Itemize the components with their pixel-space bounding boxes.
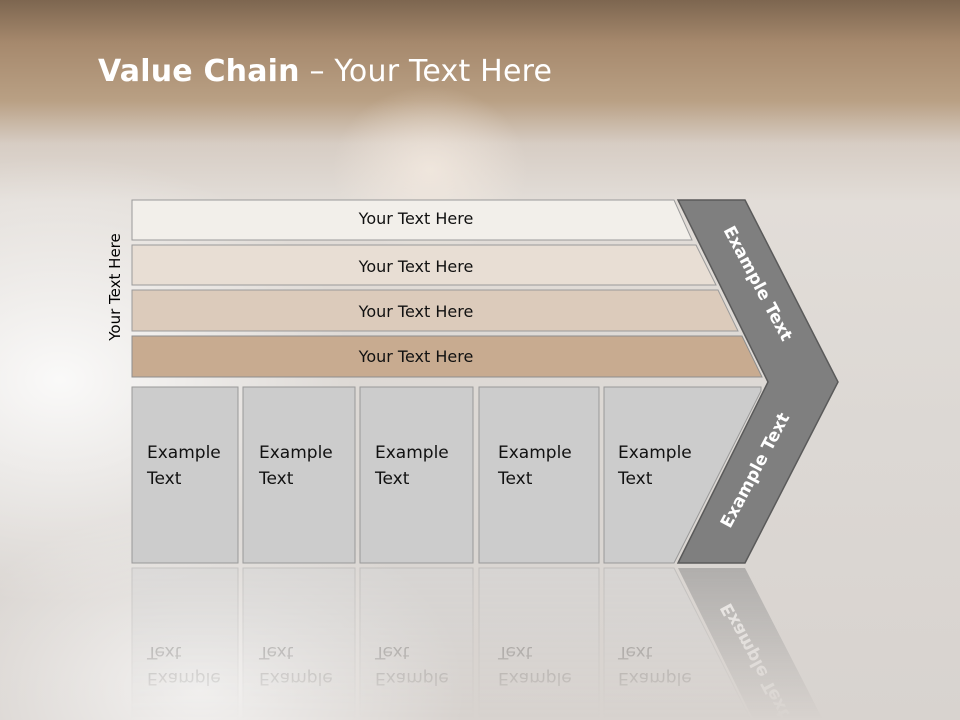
title-rest: – Your Text Here (299, 54, 553, 89)
box-1-line-2: Text (146, 469, 182, 489)
box-2 (242, 386, 356, 564)
band-4 (131, 335, 763, 378)
box-1 (131, 386, 239, 564)
box-1-line-1: Example (147, 443, 221, 463)
diagram-main: Your Text Here Your Text Here Your Text … (131, 199, 839, 564)
diagram-reflection: Example Text Example Text Example Text E… (131, 567, 824, 720)
reflection-box-1-line-1: Example (147, 668, 221, 688)
box-5-line-2: Text (617, 469, 653, 489)
reflection-box-3-line-2: Text (374, 642, 410, 662)
box-4-line-1: Example (498, 443, 572, 463)
box-5-line-1: Example (618, 443, 692, 463)
box-2-line-1: Example (259, 443, 333, 463)
box-3-line-2: Text (374, 469, 410, 489)
box-2-line-2: Text (258, 469, 294, 489)
reflection-box-3-line-1: Example (375, 668, 449, 688)
slide-title: Value Chain – Your Text Here (98, 54, 552, 89)
reflection-box-4-line-1: Example (498, 668, 572, 688)
title-bold: Value Chain (98, 54, 300, 89)
reflection-box-5-line-2: Text (617, 642, 653, 662)
band-3 (131, 289, 739, 332)
band-2-label: Your Text Here (358, 257, 474, 276)
band-2 (131, 244, 717, 286)
band-3-label: Your Text Here (358, 302, 474, 321)
reflection-box-1-line-2: Text (146, 642, 182, 662)
chevron-arrow (676, 199, 839, 564)
box-4 (478, 386, 600, 564)
box-4-line-2: Text (497, 469, 533, 489)
reflection-box-2-line-1: Example (259, 668, 333, 688)
band-1 (131, 199, 693, 241)
box-3 (359, 386, 474, 564)
box-5 (603, 386, 762, 564)
reflection-box-4-line-2: Text (497, 642, 533, 662)
box-3-line-1: Example (375, 443, 449, 463)
reflection-box-5-line-1: Example (618, 668, 692, 688)
band-4-label: Your Text Here (358, 347, 474, 366)
band-1-label: Your Text Here (358, 209, 474, 228)
reflection-box-2-line-2: Text (258, 642, 294, 662)
